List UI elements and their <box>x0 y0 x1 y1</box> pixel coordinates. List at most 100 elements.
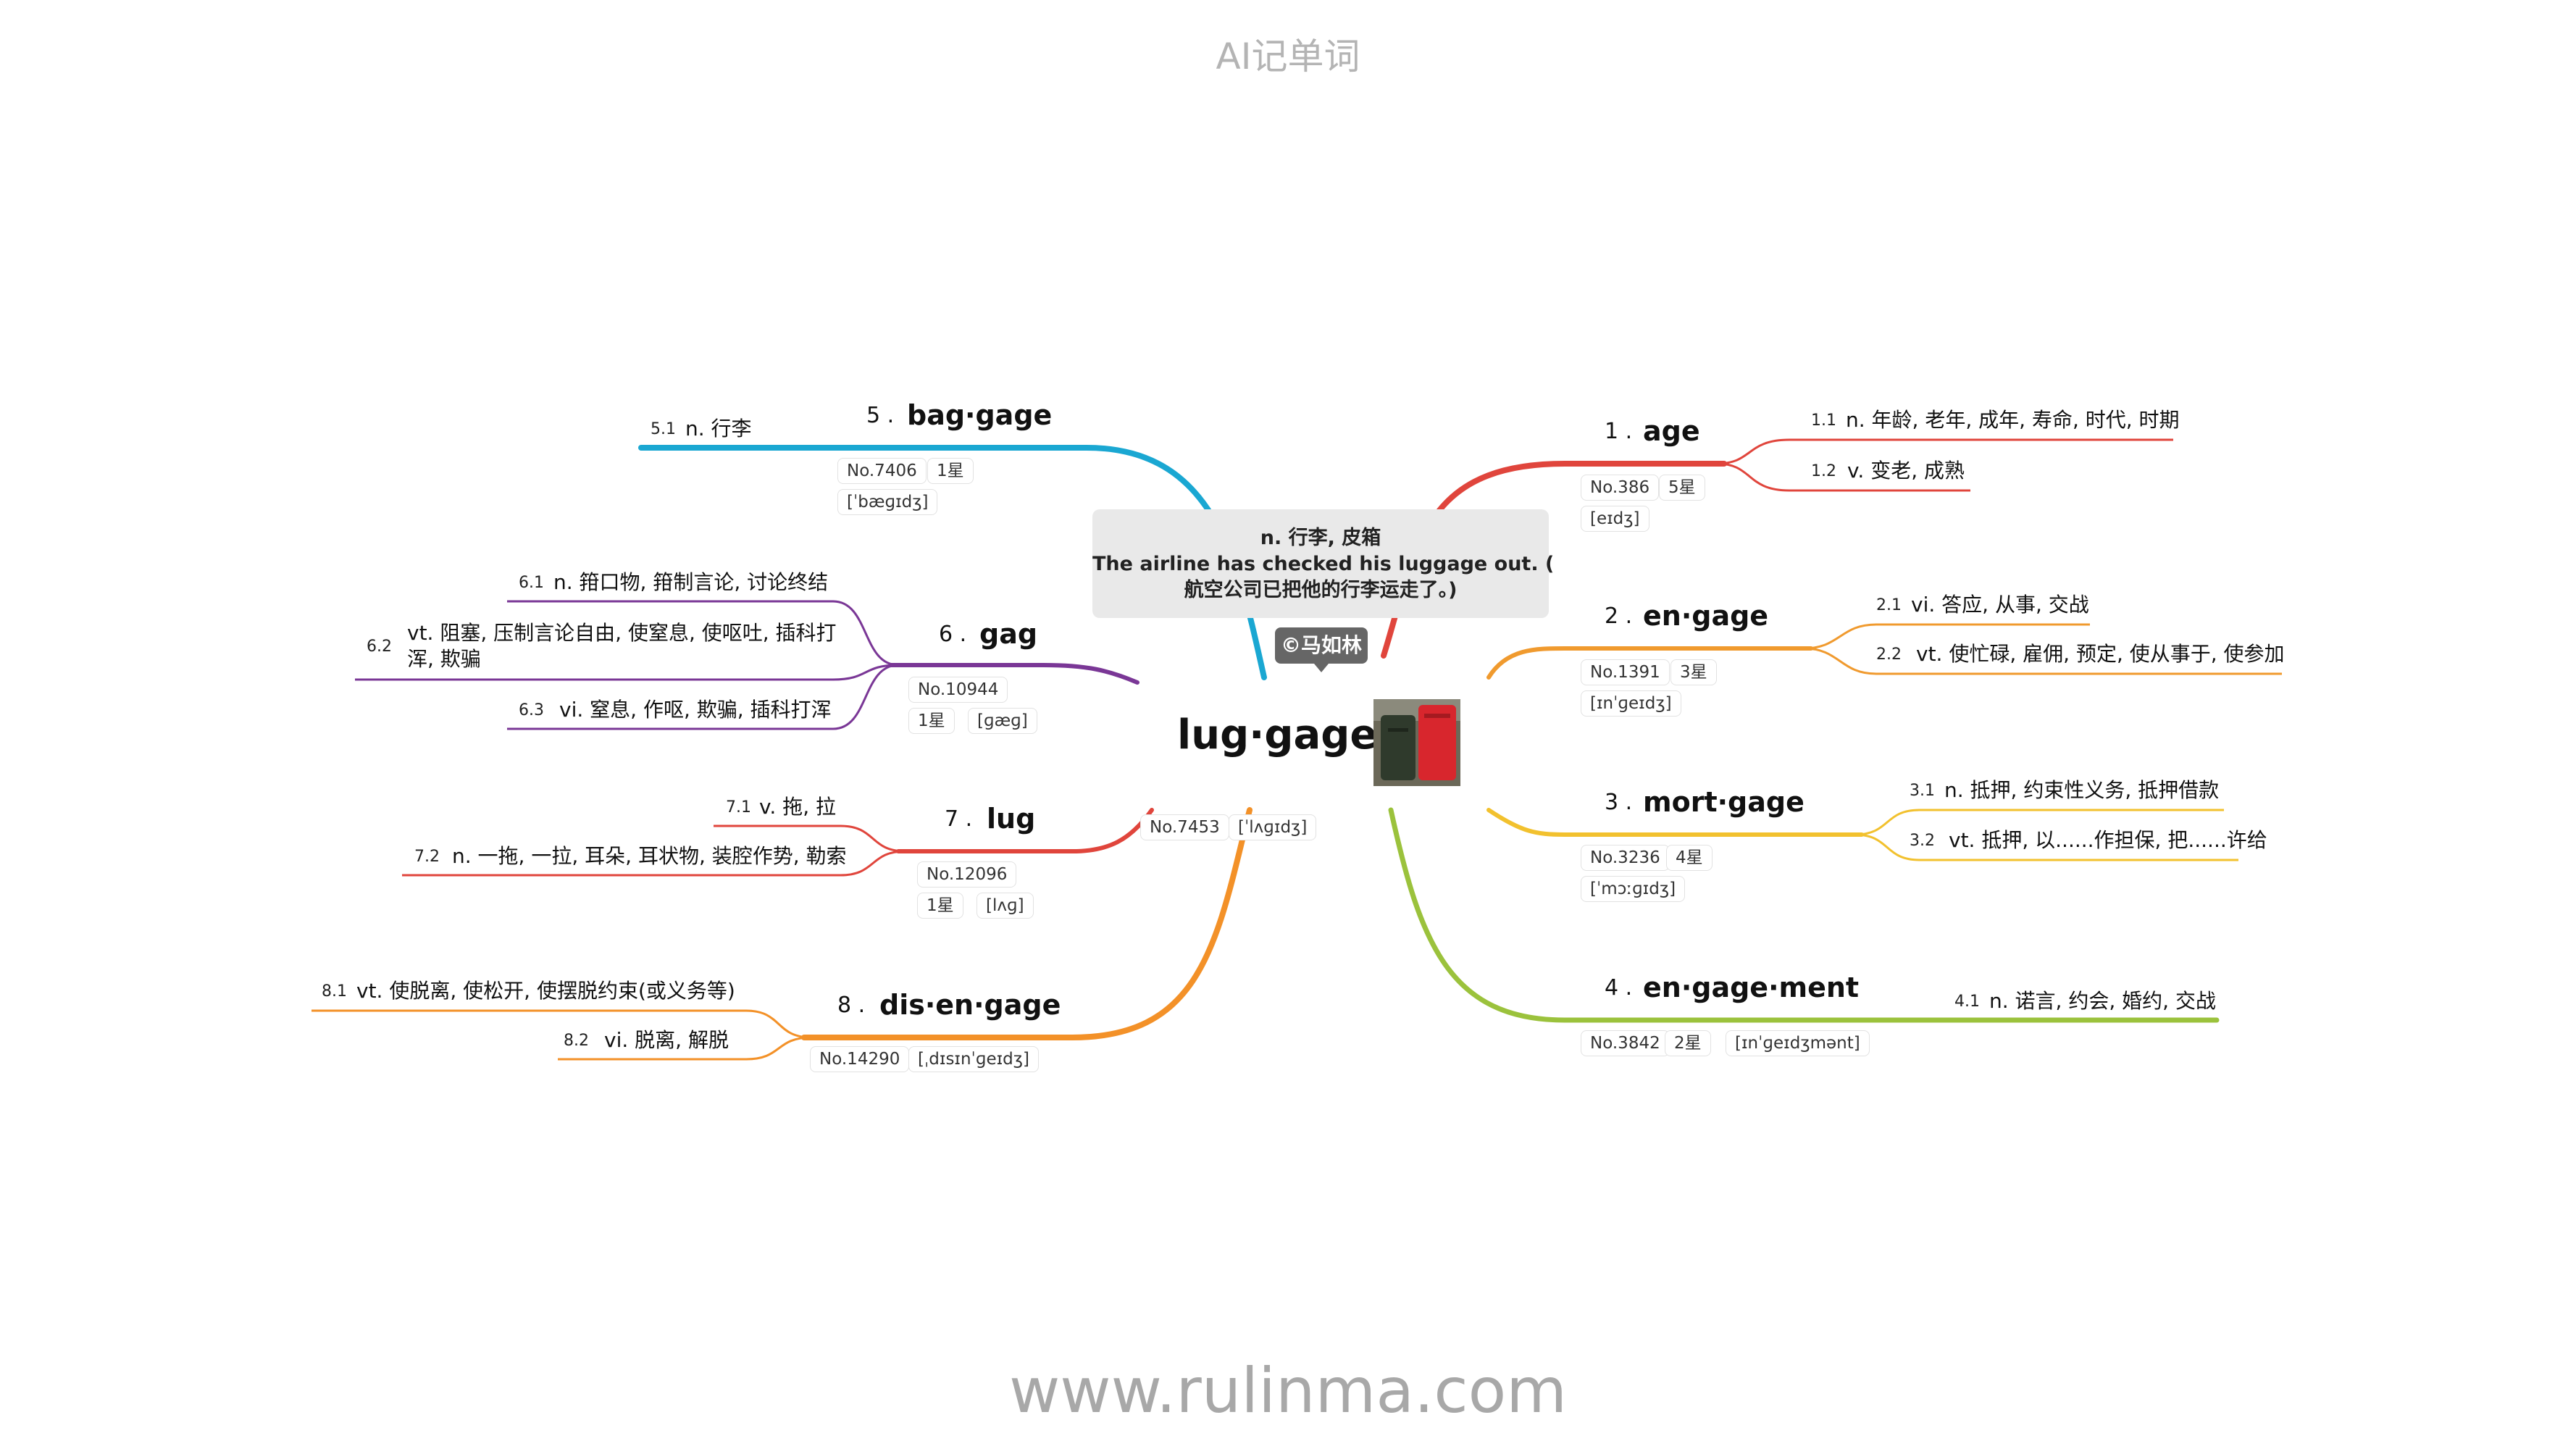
meaning-tooltip: n. 行李, 皮箱 The airline has checked his lu… <box>1092 509 1555 618</box>
branch-1-phonetic: [eɪdʒ] <box>1581 506 1649 532</box>
branch-7-2-line <box>402 850 906 877</box>
branch-1-word[interactable]: age <box>1643 415 1700 447</box>
branch-1-number: No.386 <box>1581 475 1660 501</box>
branch-8-1-line <box>311 1009 812 1039</box>
branch-6-trunk <box>889 663 1139 685</box>
def-3-2-text: vt. 抵押, 以......作担保, 把......许给 <box>1949 828 2267 852</box>
branch-5-index: 5 . <box>866 403 895 428</box>
site-title: AI记单词 <box>1216 36 1360 78</box>
tooltip-meaning: n. 行李, 皮箱 <box>1260 527 1381 549</box>
tooltip-example-zh: 航空公司已把他的行李运走了。) <box>1184 579 1458 601</box>
def-7-1-num: 7.1 <box>726 798 751 817</box>
def-2-2-num: 2.2 <box>1876 646 1902 664</box>
branch-7-index: 7 . <box>945 806 973 832</box>
branch-8-trunk <box>801 807 1253 1040</box>
def-7-1-text: v. 拖, 拉 <box>759 795 836 819</box>
def-7-2-num: 7.2 <box>414 848 440 866</box>
branch-2-phonetic: [ɪnˈɡeɪdʒ] <box>1581 690 1681 717</box>
luggage-image-icon <box>1373 699 1460 786</box>
branch-2-2-line <box>1803 647 2282 675</box>
branch-8-2-line <box>558 1036 812 1061</box>
branch-1-stars: 5星 <box>1659 475 1705 501</box>
def-3-2-num: 3.2 <box>1910 832 1935 850</box>
branch-7-1-line <box>714 824 906 853</box>
branch-1-index: 1 . <box>1605 419 1633 444</box>
def-6-3-text: vi. 窒息, 作呕, 欺骗, 插科打浑 <box>559 698 832 722</box>
branch-5-word[interactable]: bag·gage <box>907 399 1053 431</box>
branch-4-trunk <box>1388 807 2220 1023</box>
branch-8-word[interactable]: dis·en·gage <box>879 989 1061 1021</box>
def-2-1-text: vi. 答应, 从事, 交战 <box>1911 593 2089 617</box>
branch-5-stars: 1星 <box>927 458 974 484</box>
def-6-3-num: 6.3 <box>519 701 544 719</box>
luggage-photo <box>1373 699 1460 786</box>
center-number-badge: No.7453 <box>1140 814 1229 840</box>
branch-8-index: 8 . <box>837 993 866 1018</box>
branch-6-index: 6 . <box>939 622 967 647</box>
def-1-2-num: 1.2 <box>1811 462 1836 480</box>
branch-7-number: No.12096 <box>917 861 1017 888</box>
def-8-1-num: 8.1 <box>322 982 347 1001</box>
branch-8-number: No.14290 <box>810 1046 910 1072</box>
branch-7-word[interactable]: lug <box>987 803 1036 835</box>
branch-2-index: 2 . <box>1605 604 1633 629</box>
branch-7-stars: 1星 <box>917 893 963 919</box>
branch-4-number: No.3842 <box>1581 1030 1670 1056</box>
branch-6-stars: 1星 <box>908 708 955 734</box>
def-4-1-text: n. 诺言, 约会, 婚约, 交战 <box>1989 989 2216 1013</box>
site-url[interactable]: www.rulinma.com <box>1008 1355 1568 1427</box>
branch-2-number: No.1391 <box>1581 659 1670 685</box>
def-6-2-text-line2: 浑, 欺骗 <box>407 647 481 671</box>
branch-6-phonetic: [ɡæɡ] <box>968 708 1037 734</box>
tooltip-example-en: The airline has checked his luggage out.… <box>1092 553 1555 575</box>
branch-6-word[interactable]: gag <box>979 618 1038 650</box>
def-6-1-num: 6.1 <box>519 574 544 592</box>
branch-3-1-line <box>1854 809 2224 836</box>
def-5-1-text: n. 行李 <box>685 417 752 440</box>
branch-2-stars: 3星 <box>1670 659 1717 685</box>
def-7-2-text: n. 一拖, 一拉, 耳朵, 耳状物, 装腔作势, 勒索 <box>452 844 847 868</box>
def-3-1-num: 3.1 <box>1910 782 1935 800</box>
branch-4-phonetic: [ɪnˈɡeɪdʒmənt] <box>1726 1030 1870 1056</box>
branch-2-1-line <box>1803 623 2090 650</box>
branch-3-number: No.3236 <box>1581 845 1670 871</box>
def-2-1-num: 2.1 <box>1876 596 1902 614</box>
branch-3-phonetic: [ˈmɔːɡɪdʒ] <box>1581 876 1686 902</box>
branch-6-3-line <box>507 664 899 730</box>
branch-7-phonetic: [lʌɡ] <box>977 893 1034 919</box>
branch-2-trunk <box>1486 646 1813 680</box>
branch-1-1-line <box>1716 438 2173 465</box>
def-5-1-num: 5.1 <box>651 420 676 438</box>
branch-8-phonetic: [ˌdɪsɪnˈɡeɪdʒ] <box>908 1046 1040 1072</box>
def-2-2-text: vt. 使忙碌, 雇佣, 预定, 使从事于, 使参加 <box>1916 642 2285 666</box>
def-1-2-text: v. 变老, 成熟 <box>1847 459 1965 483</box>
center-phonetic-badge: [ˈlʌɡɪdʒ] <box>1229 814 1317 840</box>
center-word[interactable]: lug·gage <box>1177 711 1378 759</box>
branch-3-index: 3 . <box>1605 790 1633 815</box>
def-6-1-text: n. 箝口物, 箝制言论, 讨论终结 <box>553 570 829 594</box>
def-8-2-num: 8.2 <box>564 1032 589 1050</box>
branch-3-word[interactable]: mort·gage <box>1643 786 1805 818</box>
branch-3-stars: 4星 <box>1666 845 1713 871</box>
branch-3-2-line <box>1854 833 2238 861</box>
branch-6-number: No.10944 <box>908 677 1008 703</box>
def-6-2-num: 6.2 <box>367 638 392 656</box>
branch-1-2-line <box>1716 462 1970 492</box>
branch-4-index: 4 . <box>1605 975 1633 1001</box>
branch-5-number: No.7406 <box>837 458 927 484</box>
def-8-2-text: vi. 脱离, 解脱 <box>604 1028 729 1052</box>
def-8-1-text: vt. 使脱离, 使松开, 使摆脱约束(或义务等) <box>356 979 735 1003</box>
def-3-1-text: n. 抵押, 约束性义务, 抵押借款 <box>1944 778 2220 802</box>
branch-4-stars: 2星 <box>1665 1030 1711 1056</box>
branch-5-phonetic: [ˈbæɡɪdʒ] <box>837 489 938 515</box>
def-6-2-text-line1: vt. 阻塞, 压制言论自由, 使窒息, 使呕吐, 插科打 <box>407 621 837 645</box>
def-1-1-text: n. 年龄, 老年, 成年, 寿命, 时代, 时期 <box>1846 408 2180 432</box>
branch-4-word[interactable]: en·gage·ment <box>1643 972 1860 1003</box>
branch-6-2-line <box>355 664 899 681</box>
branch-6-1-line <box>507 600 899 667</box>
branch-2-word[interactable]: en·gage <box>1643 600 1769 632</box>
branch-3-trunk <box>1486 808 1864 837</box>
copyright-badge: ©马如林 <box>1275 627 1368 672</box>
